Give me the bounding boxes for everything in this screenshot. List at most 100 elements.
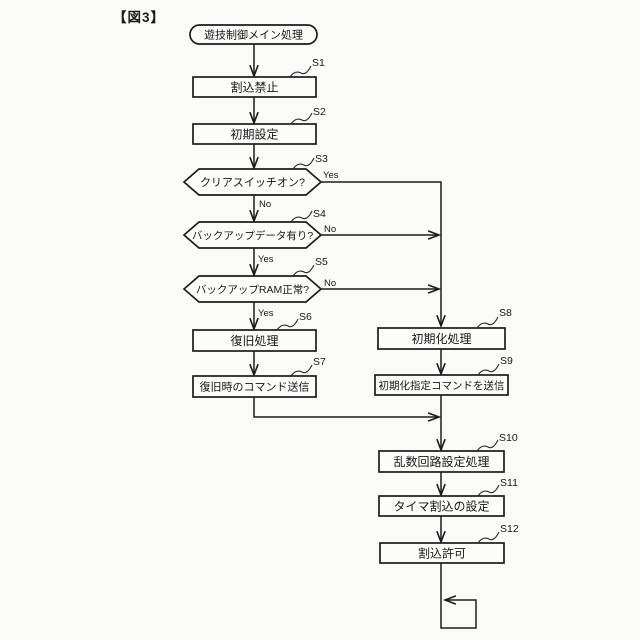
step-number-s7: S7 [313,356,326,368]
node-label-s8: 初期化処理 [411,332,471,346]
node-s12: 割込許可 S12 [379,523,519,564]
arrowhead-icon [442,595,457,605]
decision-shape [182,275,323,303]
process-shape [378,450,505,473]
arrowhead-icon [249,156,259,171]
edge-label-s5-no-branch: No [324,278,336,289]
decision-shape [182,221,323,249]
step-number-s6: S6 [299,311,312,323]
step-leader-line [276,318,299,331]
process-shape [192,123,317,145]
step-number-s8: S8 [499,307,512,319]
arrowhead-icon [436,530,446,545]
step-number-s12: S12 [500,523,519,535]
node-label-s10: 乱数回路設定処理 [393,454,489,469]
node-label-s7: 復旧時のコマンド送信 [200,379,310,393]
node-label-s4: バックアップデータ有り? [192,229,313,242]
edge-s11-to-s12 [436,516,446,545]
edge-label-s4-no-branch: No [324,224,336,235]
step-leader-line [289,65,312,78]
arrowhead-icon [436,438,446,453]
terminal-shape [189,24,318,45]
arrowhead-icon [436,314,446,329]
edge-s6-to-s7 [249,351,259,378]
edge-start-to-s1 [249,44,259,79]
step-leader-line [476,439,499,452]
edge-s5-no-branch: No [321,278,442,294]
node-s3: クリアスイッチオン?S3 [182,153,328,196]
arrowhead-icon [436,483,446,498]
arrowhead-icon [249,263,259,278]
step-leader-line [477,363,500,376]
step-leader-line [290,210,313,223]
node-s10: 乱数回路設定処理 S10 [378,432,518,473]
arrowhead-icon [436,362,446,377]
node-s11: タイマ割込の設定 S11 [378,477,518,517]
edge-s2-to-s3 [249,144,259,171]
node-label-s12: 割込許可 [418,545,466,560]
step-number-s10: S10 [499,432,518,444]
node-label-s9: 初期化指定コマンドを送信 [379,379,505,392]
edge-s9-to-s10 [436,395,446,453]
node-label-s2: 初期設定 [230,126,278,141]
step-leader-line [476,316,499,329]
edge-s4-yes-to-s5: Yes [249,248,274,278]
edge-s10-to-s11 [436,472,446,498]
node-s8: 初期化処理 S8 [377,307,512,350]
arrowhead-icon [427,412,442,422]
edge-label-s5-yes-to-s6: Yes [258,308,274,319]
node-s5: バックアップRAM正常?S5 [182,256,328,303]
edge-label-s3-no-to-s4: No [259,199,271,210]
step-number-s4: S4 [313,208,326,220]
edge-label-s3-yes-branch: Yes [323,170,339,181]
edge-s3-no-to-s4: No [249,195,271,224]
step-number-s1: S1 [312,57,325,69]
edge-s3-yes-branch: Yes [321,170,446,329]
step-leader-line [290,364,313,377]
node-label-s1: 割込禁止 [230,79,278,94]
process-shape [192,375,317,398]
node-label-s5: バックアップRAM正常? [196,283,309,296]
process-shape [374,374,509,396]
edge-label-s4-yes-to-s5: Yes [258,254,274,265]
edge-line [321,181,442,326]
node-s2: 初期設定 S2 [192,106,326,145]
decision-shape [182,168,323,196]
arrowhead-icon [249,363,259,378]
node-label-s6: 復旧処理 [230,333,278,348]
arrowhead-icon [249,111,259,126]
step-leader-line [477,484,500,497]
node-s6: 復旧処理 S6 [192,311,317,352]
process-shape [379,542,505,564]
node-label-s11: タイマ割込の設定 [393,498,489,513]
arrowhead-icon [427,284,442,294]
step-leader-line [292,264,315,277]
step-leader-line [477,531,500,544]
node-start: 遊技制御メイン処理 [189,24,318,45]
edge-s1-to-s2 [249,97,259,126]
node-label-s3: クリアスイッチオン? [200,176,305,189]
edge-s7-to-main-join [253,397,442,422]
node-label-start: 遊技制御メイン処理 [204,27,303,41]
arrowhead-icon [249,64,259,79]
process-shape [192,329,317,352]
edge-line [440,563,477,629]
edge-main-loop-back [440,563,477,629]
step-number-s2: S2 [313,106,326,118]
node-s1: 割込禁止 S1 [192,57,325,98]
process-shape [192,76,317,98]
arrowhead-icon [427,230,442,240]
step-number-s11: S11 [500,477,518,489]
figure-number-label: 【図3】 [113,10,166,25]
edge-s5-yes-to-s6: Yes [249,302,274,332]
process-shape [377,327,506,350]
arrowhead-icon [249,317,259,332]
edge-s8-to-s9 [436,349,446,377]
step-leader-line [292,157,315,170]
edge-line [253,397,439,418]
node-s4: バックアップデータ有り?S4 [182,208,326,249]
